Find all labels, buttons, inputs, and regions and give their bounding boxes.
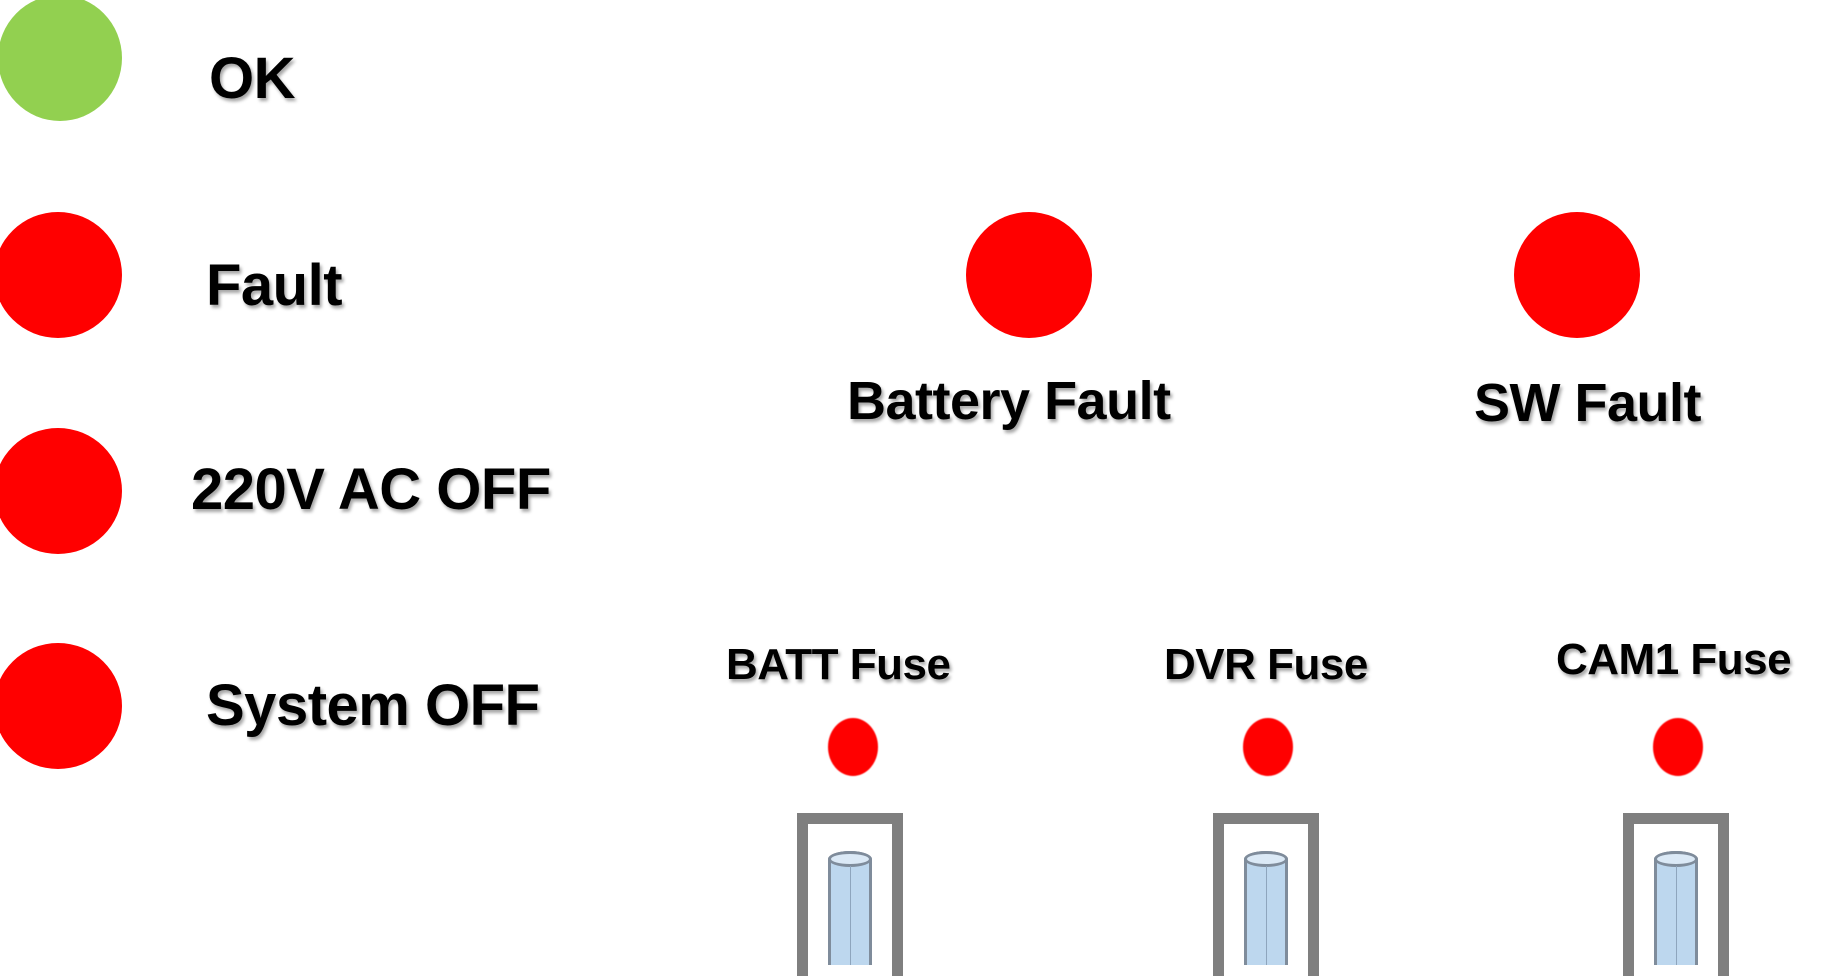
status-led-fault <box>0 212 122 338</box>
status-led-ok <box>0 0 122 121</box>
sw-fault-label: SW Fault <box>1474 373 1701 433</box>
dvr-fuse-led <box>1243 718 1293 776</box>
dvr-fuse-label: DVR Fuse <box>1164 640 1368 689</box>
status-led-system-off <box>0 643 122 769</box>
sw-fault-led <box>1514 212 1640 338</box>
cam1-fuse-icon <box>1623 813 1729 976</box>
legend-label-system-off: System OFF <box>206 673 540 738</box>
legend-label-ac-off: 220V AC OFF <box>191 457 551 522</box>
battery-fault-label: Battery Fault <box>847 371 1171 431</box>
dvr-fuse-icon <box>1213 813 1319 976</box>
legend-label-ok: OK <box>209 46 296 111</box>
cam1-fuse-label: CAM1 Fuse <box>1556 635 1792 684</box>
batt-fuse-label: BATT Fuse <box>726 640 951 689</box>
batt-fuse-led <box>828 718 878 776</box>
status-led-ac-off <box>0 428 122 554</box>
cam1-fuse-led <box>1653 718 1703 776</box>
legend-label-fault: Fault <box>206 253 343 318</box>
batt-fuse-icon <box>797 813 903 976</box>
battery-fault-led <box>966 212 1092 338</box>
